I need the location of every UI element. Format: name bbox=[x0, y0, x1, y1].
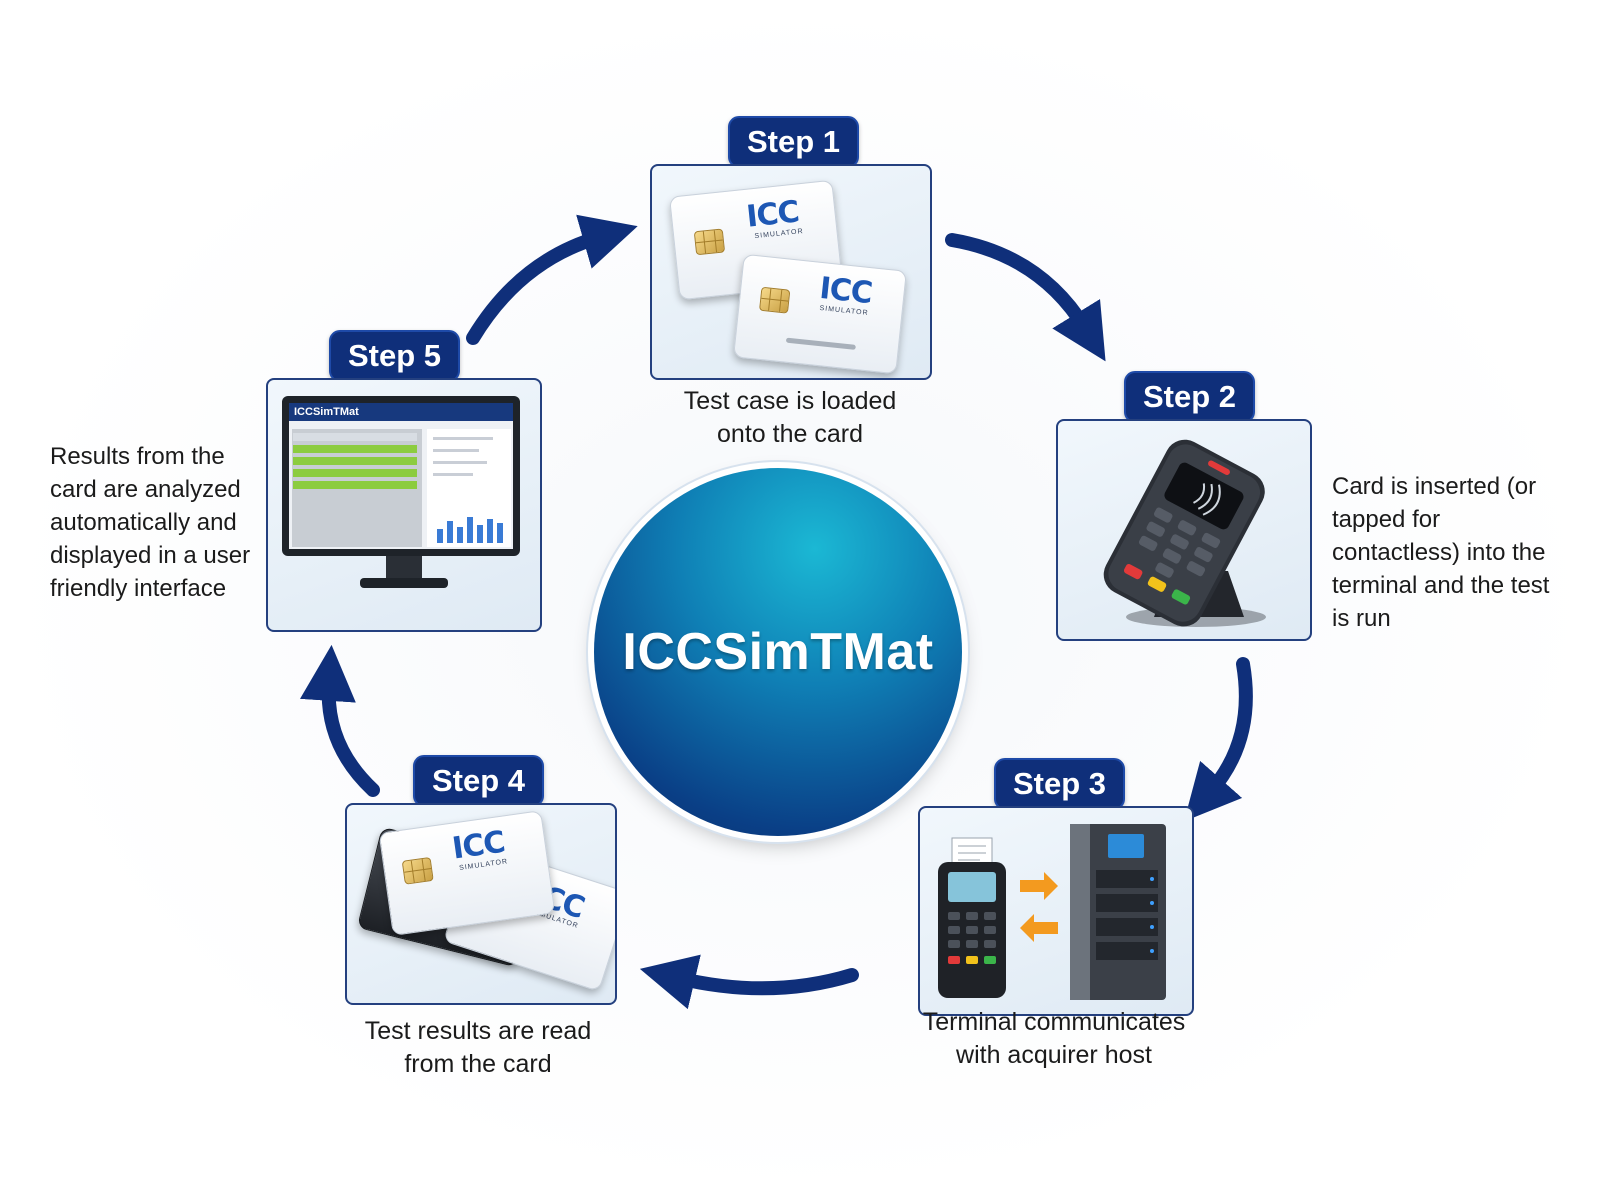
arrow-step4-to-step5 bbox=[299, 644, 380, 797]
monitor-icon: ICCSimTMat bbox=[282, 396, 520, 556]
chip-icon bbox=[693, 228, 726, 256]
payment-terminal-icon bbox=[1103, 439, 1266, 627]
arrow-step1-to-step2 bbox=[945, 233, 1106, 362]
table-row bbox=[293, 481, 417, 489]
step2-caption: Card is inserted (or tapped for contactl… bbox=[1332, 473, 1550, 632]
step4-caption: Test results are read from the card bbox=[364, 1017, 592, 1078]
card-stripe bbox=[785, 337, 856, 350]
arrow-step2-to-step3 bbox=[1184, 657, 1253, 822]
table-row bbox=[293, 469, 417, 477]
step1-badge: Step 1 bbox=[728, 116, 860, 168]
arrow-step3-to-step4 bbox=[639, 954, 859, 1010]
app-window-title: ICCSimTMat bbox=[289, 403, 513, 421]
app-screen: ICCSimTMat bbox=[289, 403, 513, 549]
step5-badge: Step 5 bbox=[329, 330, 461, 382]
step1-panel: ICC SIMULATOR ICC SIMULATOR bbox=[650, 164, 932, 380]
step5-caption: Results from the card are analyzed autom… bbox=[50, 443, 251, 602]
monitor-base bbox=[360, 578, 448, 588]
step3-badge: Step 3 bbox=[994, 758, 1126, 810]
arrow-step5-to-step1 bbox=[466, 214, 638, 345]
chip-icon bbox=[401, 856, 434, 885]
chip-icon bbox=[759, 286, 791, 314]
hub-title: ICCSimTMat bbox=[622, 623, 934, 681]
step4-panel: ICC SIMULATOR ICC SIMULATOR bbox=[345, 803, 617, 1005]
icc-card-back: ICC SIMULATOR bbox=[733, 253, 907, 375]
step3-caption: Terminal communicates with acquirer host bbox=[922, 1008, 1186, 1069]
step1-caption: Test case is loaded onto the card bbox=[683, 387, 897, 448]
central-hub: ICCSimTMat bbox=[594, 468, 962, 836]
step2-badge: Step 2 bbox=[1124, 371, 1256, 423]
step3-panel bbox=[918, 806, 1194, 1016]
table-row bbox=[293, 445, 417, 453]
step5-panel: ICCSimTMat bbox=[266, 378, 542, 632]
terminal-and-host-icon bbox=[938, 824, 1166, 1000]
step2-panel bbox=[1056, 419, 1312, 641]
step4-badge: Step 4 bbox=[413, 755, 545, 807]
table-row bbox=[293, 457, 417, 465]
monitor-stand bbox=[386, 556, 422, 580]
table-row bbox=[293, 433, 417, 441]
results-detail-pane bbox=[427, 429, 511, 547]
